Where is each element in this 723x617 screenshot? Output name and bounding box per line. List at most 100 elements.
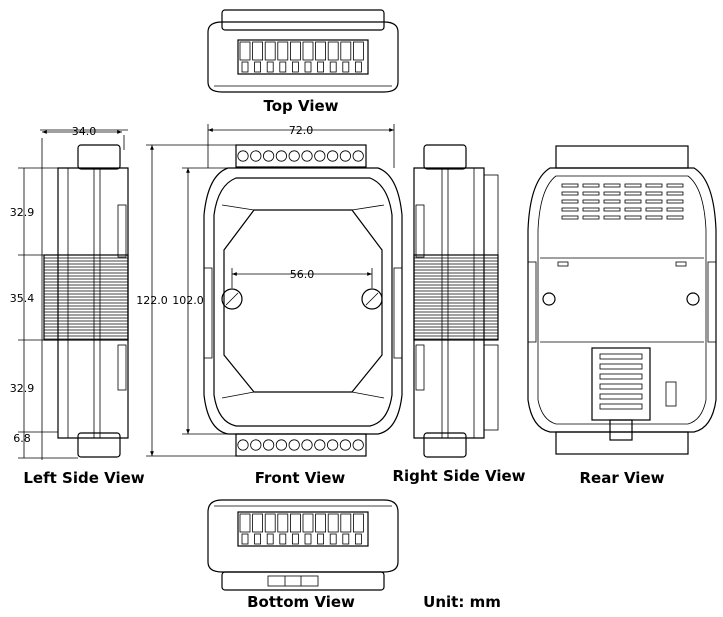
- rear-body: [527, 167, 717, 433]
- dim-front-width: 72.0: [289, 124, 314, 137]
- terminal-cell: [289, 513, 301, 533]
- vent-slot: [561, 191, 579, 196]
- terminal-screw: [250, 439, 262, 451]
- terminal-cell: [252, 41, 264, 61]
- dim-total-height: 122.0: [136, 294, 168, 307]
- dim-seg-middle: 35.4: [10, 292, 35, 305]
- clip-slot: [599, 393, 643, 400]
- dim-seg-top: 32.9: [10, 206, 35, 219]
- vent-slot: [603, 191, 621, 196]
- front-terminal-screws: [237, 150, 364, 451]
- vent-slot: [561, 215, 579, 220]
- vent-slot: [666, 207, 684, 212]
- terminal-slot: [254, 61, 262, 73]
- clip-slot: [599, 373, 643, 380]
- terminal-slot: [329, 533, 337, 545]
- terminal-cell: [289, 41, 301, 61]
- terminal-screw: [352, 150, 364, 162]
- terminal-slot: [342, 533, 350, 545]
- vent-slot: [603, 207, 621, 212]
- terminal-cell: [327, 41, 339, 61]
- rear-caption: Rear View: [580, 469, 665, 487]
- terminal-screw: [250, 150, 262, 162]
- terminal-screw: [301, 150, 313, 162]
- rear-clip-tab: [609, 419, 633, 441]
- dim-seg-base: 6.8: [13, 432, 31, 445]
- clip-slot: [599, 353, 643, 360]
- vent-slot: [645, 191, 663, 196]
- terminal-slot: [304, 533, 312, 545]
- top-view-terminal-block: [237, 39, 369, 75]
- terminal-slot: [291, 61, 299, 73]
- front-top-terminals: [235, 144, 367, 168]
- terminal-slot: [254, 533, 262, 545]
- bottom-view-caption: Bottom View: [247, 593, 355, 611]
- terminal-screw: [275, 150, 287, 162]
- right-grip-region: [413, 254, 499, 341]
- terminal-cell: [315, 513, 327, 533]
- vent-slot: [582, 183, 600, 188]
- terminal-cell: [239, 513, 251, 533]
- top-view: [207, 9, 399, 93]
- terminal-slot: [317, 533, 325, 545]
- terminal-screw: [237, 150, 249, 162]
- terminal-screw: [288, 150, 300, 162]
- vent-slot: [666, 199, 684, 204]
- terminal-cell: [315, 41, 327, 61]
- terminal-screw: [314, 150, 326, 162]
- dim-seg-bottom: 32.9: [10, 382, 35, 395]
- front-bottom-terminals: [235, 433, 367, 457]
- terminal-cell: [340, 513, 352, 533]
- vent-slot: [624, 215, 642, 220]
- terminal-screw: [339, 150, 351, 162]
- terminal-slot: [354, 61, 362, 73]
- terminal-slot: [241, 533, 249, 545]
- vent-slot: [561, 183, 579, 188]
- terminal-slot: [266, 61, 274, 73]
- terminal-slot: [304, 61, 312, 73]
- bottom-view-terminals: [239, 513, 364, 545]
- terminal-screw: [262, 439, 275, 451]
- terminal-cell: [264, 41, 276, 61]
- terminal-cell: [277, 41, 289, 61]
- rear-clip-slots: [599, 353, 643, 410]
- mount-screw-right: [361, 288, 383, 310]
- terminal-slot: [317, 61, 325, 73]
- left-top-clip: [77, 144, 121, 170]
- rear-vents: [561, 183, 684, 220]
- terminal-cell: [340, 41, 352, 61]
- terminal-screw: [314, 439, 326, 451]
- right-bottom-clip: [423, 432, 467, 458]
- front-view: [203, 144, 403, 457]
- vent-slot: [666, 215, 684, 220]
- vent-slot: [561, 207, 579, 212]
- terminal-cell: [264, 513, 276, 533]
- terminal-cell: [302, 41, 314, 61]
- clip-slot: [599, 383, 643, 390]
- terminal-screw: [237, 439, 249, 451]
- terminal-screw: [326, 150, 339, 162]
- vent-slot: [624, 183, 642, 188]
- right-top-clip: [423, 144, 467, 170]
- vent-slot: [582, 207, 600, 212]
- left-side-view: [43, 144, 129, 458]
- left-side-body: [57, 167, 129, 439]
- vent-slot: [603, 199, 621, 204]
- vent-slot: [582, 215, 600, 220]
- dim-mount-spacing: 56.0: [290, 268, 315, 281]
- terminal-slot: [266, 533, 274, 545]
- bottom-view-rail: [221, 571, 385, 591]
- right-side-body: [413, 167, 485, 439]
- terminal-slot: [241, 61, 249, 73]
- unit-label: Unit: mm: [423, 593, 501, 611]
- terminal-screw: [339, 439, 351, 451]
- terminal-cell: [327, 513, 339, 533]
- left-grip-ribs: [44, 257, 128, 340]
- left-side-caption: Left Side View: [23, 469, 144, 487]
- terminal-slot: [329, 61, 337, 73]
- right-side-view: [413, 144, 499, 458]
- vent-slot: [624, 199, 642, 204]
- terminal-cell: [239, 41, 251, 61]
- rear-bottom-rail: [555, 431, 689, 455]
